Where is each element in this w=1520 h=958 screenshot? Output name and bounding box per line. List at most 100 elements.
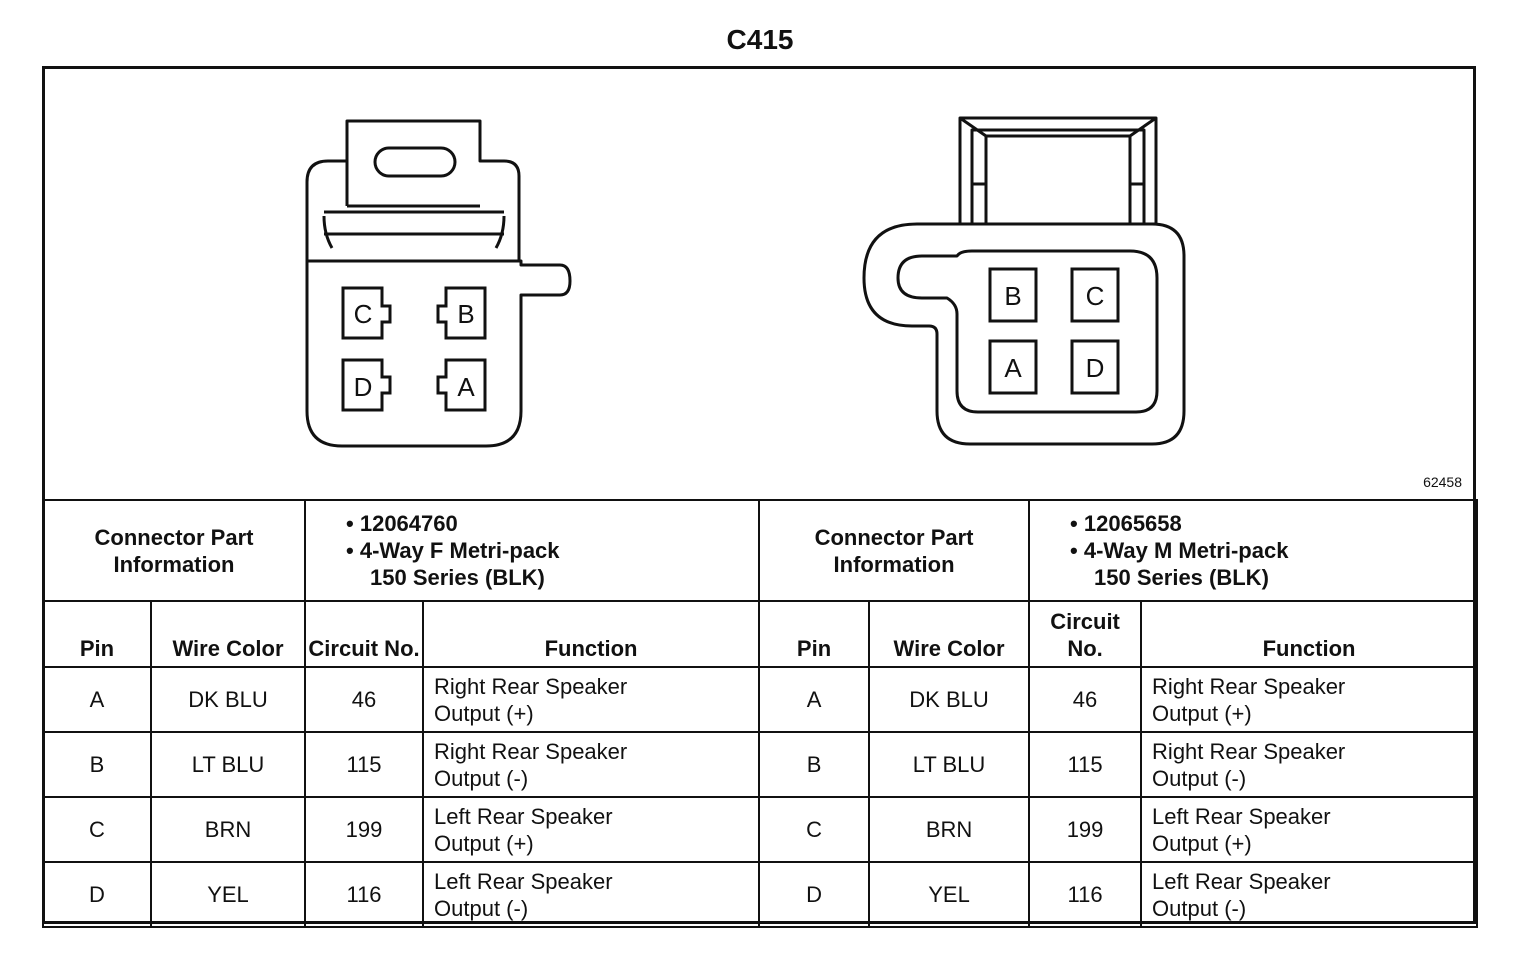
right-wire-cell: DK BLU: [868, 666, 1031, 733]
left-pin-cell: B: [42, 731, 152, 798]
male-pin-labels: B C A D: [1004, 281, 1104, 383]
male-hood: [958, 116, 1158, 226]
function-line-1: Right Rear Speaker: [434, 738, 628, 764]
right-part-number: 12065658: [1083, 511, 1182, 536]
right-part-desc-1: 4-Way M Metri-pack: [1083, 538, 1289, 563]
left-part-info-label: Connector Part Information: [41, 499, 307, 602]
connector-drawings: C B D A B C A D: [305, 116, 1186, 448]
left-circuit-cell: 199: [304, 796, 425, 863]
left-part-number: 12064760: [359, 511, 458, 536]
left-wire-cell: YEL: [149, 861, 307, 928]
right-pin-cell: C: [758, 796, 871, 863]
header-circuit-left: Circuit No.: [304, 600, 425, 668]
header-pin-right: Pin: [758, 600, 871, 668]
header-wire-left: Wire Color: [149, 600, 307, 668]
left-part-desc-2: 150 Series (BLK): [370, 565, 545, 590]
female-connector: [305, 119, 572, 448]
cavity-c: [341, 286, 392, 340]
function-line-1: Left Rear Speaker: [434, 868, 613, 894]
function-line-2: Output (+): [434, 830, 534, 856]
female-cavities: [341, 286, 487, 412]
female-pin-d-label: D: [354, 372, 373, 402]
male-pin-a-label: A: [1004, 353, 1022, 383]
latch-slot: [373, 146, 457, 178]
right-part-info-label: Connector Part Information: [758, 499, 1031, 602]
male-pin-c-label: C: [1086, 281, 1105, 311]
left-part-desc-1: 4-Way F Metri-pack: [359, 538, 560, 563]
cavity-a-male: [988, 339, 1038, 395]
function-line-1: Left Rear Speaker: [1152, 868, 1331, 894]
cavity-d: [341, 358, 392, 412]
cavity-a: [436, 358, 487, 412]
left-pin-cell: D: [42, 861, 152, 928]
right-wire-cell: YEL: [868, 861, 1031, 928]
function-line-2: Output (-): [434, 765, 529, 791]
right-pin-cell: A: [758, 666, 871, 733]
male-inner-shroud: [896, 249, 1159, 414]
male-connector: [862, 116, 1186, 446]
function-line-1: Left Rear Speaker: [1152, 803, 1331, 829]
male-pin-d-label: D: [1086, 353, 1105, 383]
function-line-2: Output (+): [434, 700, 534, 726]
function-line-1: Right Rear Speaker: [434, 673, 628, 699]
female-pin-a-label: A: [457, 372, 475, 402]
female-pin-b-label: B: [457, 299, 474, 329]
header-function-left: Function: [422, 600, 761, 668]
right-wire-cell: BRN: [868, 796, 1031, 863]
figure-number: 62458: [1423, 474, 1462, 490]
function-line-2: Output (+): [1152, 700, 1252, 726]
header-wire-right: Wire Color: [868, 600, 1031, 668]
right-part-info-values: • 12065658 • 4-Way M Metri-pack 150 Seri…: [1028, 499, 1479, 602]
left-circuit-cell: 115: [304, 731, 425, 798]
latch-outline: [345, 119, 521, 261]
right-pin-cell: D: [758, 861, 871, 928]
right-pin-cell: B: [758, 731, 871, 798]
male-cavities: [988, 267, 1120, 395]
female-pin-c-label: C: [354, 299, 373, 329]
left-wire-cell: DK BLU: [149, 666, 307, 733]
function-line-1: Right Rear Speaker: [1152, 673, 1346, 699]
left-part-info-values: • 12064760 • 4-Way F Metri-pack 150 Seri…: [304, 499, 761, 602]
header-function-right: Function: [1140, 600, 1479, 668]
cavity-b-male: [988, 267, 1038, 323]
female-body: [305, 259, 572, 448]
left-wire-cell: BRN: [149, 796, 307, 863]
right-circuit-cell: 46: [1028, 666, 1143, 733]
function-line-2: Output (-): [1152, 765, 1247, 791]
male-pin-b-label: B: [1004, 281, 1021, 311]
function-line-2: Output (-): [1152, 895, 1247, 921]
function-line-2: Output (+): [1152, 830, 1252, 856]
left-wire-cell: LT BLU: [149, 731, 307, 798]
left-circuit-cell: 116: [304, 861, 425, 928]
cavity-c-male: [1070, 267, 1120, 323]
female-pin-labels: C B D A: [354, 299, 476, 402]
left-pin-cell: C: [42, 796, 152, 863]
header-pin-left: Pin: [42, 600, 152, 668]
cavity-d-male: [1070, 339, 1120, 395]
function-line-2: Output (-): [434, 895, 529, 921]
column-header-row: Pin Wire Color Circuit No. Function Pin …: [42, 600, 1479, 668]
pinout-table: Connector Part Information • 12064760 • …: [41, 499, 1479, 928]
right-circuit-cell: 116: [1028, 861, 1143, 928]
left-pin-cell: A: [42, 666, 152, 733]
right-part-desc-2: 150 Series (BLK): [1094, 565, 1269, 590]
part-info-row: Connector Part Information • 12064760 • …: [41, 499, 1479, 602]
header-circuit-right: Circuit No.: [1028, 600, 1143, 668]
right-circuit-cell: 115: [1028, 731, 1143, 798]
right-wire-cell: LT BLU: [868, 731, 1031, 798]
connector-title: C415: [726, 24, 794, 55]
right-circuit-cell: 199: [1028, 796, 1143, 863]
function-line-1: Right Rear Speaker: [1152, 738, 1346, 764]
cavity-b: [436, 286, 487, 340]
